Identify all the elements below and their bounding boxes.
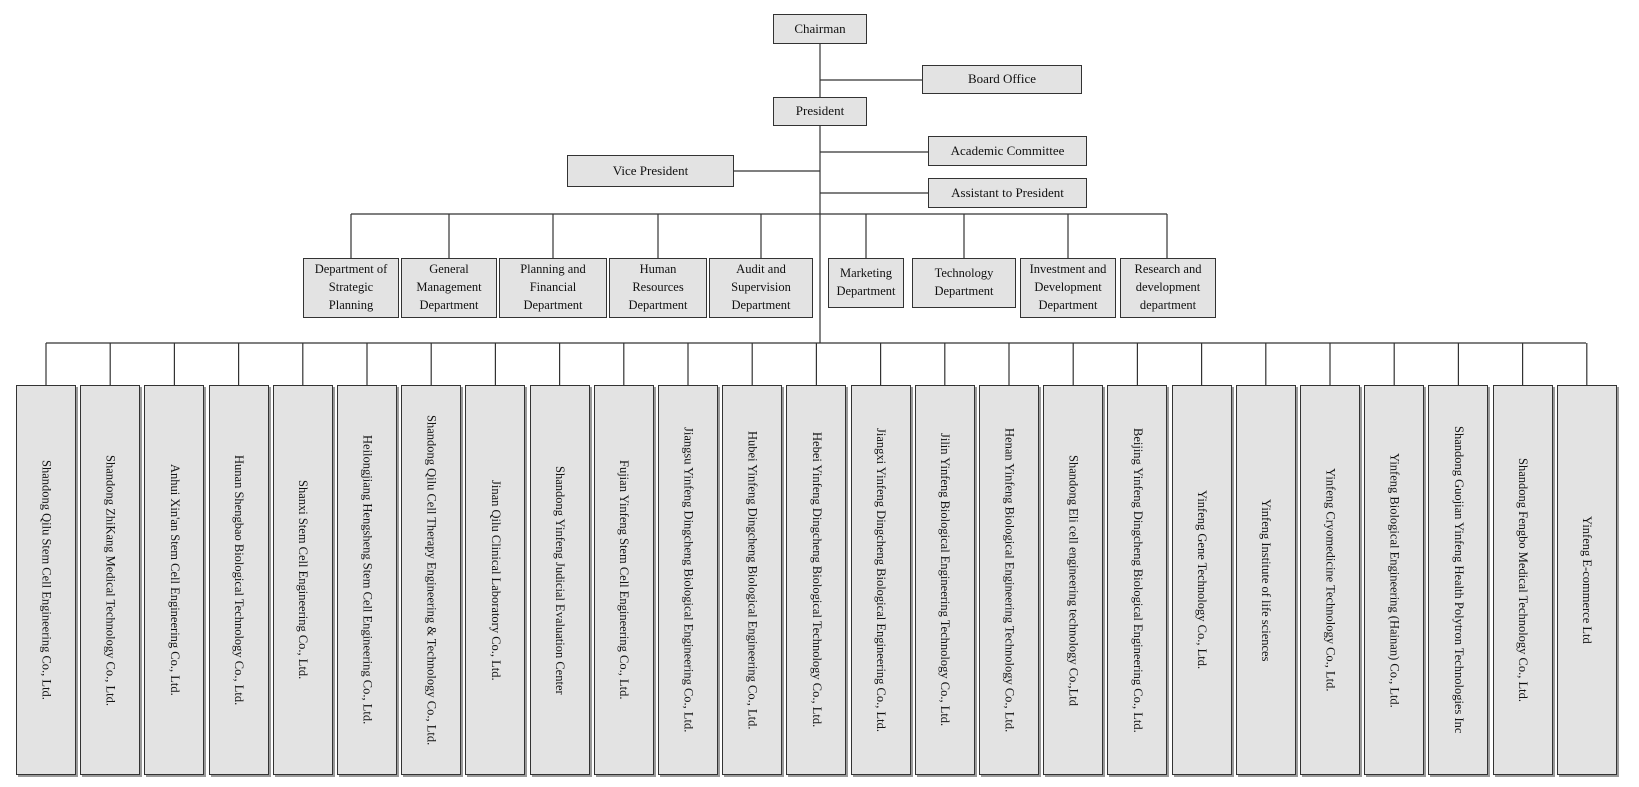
vice-president-box: Vice President — [567, 155, 734, 187]
department-box-technology: Technology Department — [912, 258, 1016, 308]
department-label: Technology Department — [934, 266, 994, 298]
assistant-to-president-box: Assistant to President — [928, 178, 1087, 208]
subsidiary-box: Henan Yinfeng Biological Engineering Tec… — [979, 385, 1039, 775]
president-box: President — [773, 97, 867, 126]
subsidiary-box: Yinfeng Cryomedicine Technology Co., Ltd… — [1300, 385, 1360, 775]
subsidiary-label: Beijing Yinfeng Dingcheng Biological Eng… — [1130, 427, 1145, 733]
subsidiary-box: Beijing Yinfeng Dingcheng Biological Eng… — [1107, 385, 1168, 775]
subsidiary-label: Hebei Yinfeng Dingcheng Biological Techn… — [809, 432, 824, 728]
subsidiary-label: Fujian Yinfeng Stem Cell Engineering Co.… — [617, 460, 632, 700]
subsidiary-box: Shandong Qilu Cell Therapy Engineering &… — [401, 385, 462, 775]
subsidiary-box: Shandong Fengbo Medical Technology Co., … — [1492, 385, 1553, 775]
subsidiary-label: Yinfeng Gene Technology Co., Ltd. — [1195, 490, 1210, 670]
subsidiary-label: Hubei Yinfeng Dingcheng Biological Engin… — [745, 430, 760, 730]
subsidiary-label: Anhui Xin'an Stem Cell Engineering Co., … — [167, 464, 182, 696]
subsidiary-label: Yinfeng E-commerce Ltd — [1580, 516, 1595, 644]
subsidiary-label: Jiangxi Yinfeng Dingcheng Biological Eng… — [874, 428, 889, 732]
subsidiary-drops — [45, 343, 1588, 385]
subsidiary-box: Yinfeng Gene Technology Co., Ltd. — [1171, 385, 1232, 775]
subsidiary-box: Yinfeng Biological Engineering (Hainan) … — [1364, 385, 1425, 775]
president-label: President — [795, 103, 845, 119]
department-label: Investment and Development Department — [1029, 262, 1107, 312]
subsidiary-box: Jiangxi Yinfeng Dingcheng Biological Eng… — [850, 385, 911, 775]
department-label: Department of Strategic Planning — [314, 262, 388, 312]
board-office-box: Board Office — [922, 65, 1082, 94]
assistant-to-president-label: Assistant to President — [951, 184, 1064, 200]
department-label: General Management Department — [416, 262, 482, 312]
subsidiary-box: Shandong Yinfeng Judicial Evaluation Cen… — [529, 385, 590, 775]
department-box-general-management: General Management Department — [401, 258, 497, 318]
subsidiary-box: Yinfeng E-commerce Ltd — [1556, 385, 1617, 775]
subsidiary-box: Hunan Shengbao Biological Technology Co.… — [208, 385, 269, 775]
subsidiary-box: Jilin Yinfeng Biological Engineering Tec… — [914, 385, 975, 775]
subsidiary-box: Heilongjiang Hengsheng Stem Cell Enginee… — [337, 385, 397, 775]
subsidiary-label: Henan Yinfeng Biological Engineering Tec… — [1002, 427, 1017, 733]
subsidiary-label: Shandong Yinfeng Judicial Evaluation Cen… — [553, 465, 568, 695]
academic-committee-label: Academic Committee — [950, 142, 1065, 158]
subsidiary-label: Shandong Eli cell engineering technology… — [1066, 454, 1081, 706]
subsidiary-box: Shandong Guojian Yinfeng Health Polytron… — [1428, 385, 1489, 775]
department-label: Audit and Supervision Department — [731, 262, 791, 312]
subsidiary-box: Shandong ZhiKang Medical Technology Co.,… — [80, 385, 141, 775]
department-box-audit-supervision: Audit and Supervision Department — [709, 258, 813, 318]
subsidiary-label: Heilongjiang Hengsheng Stem Cell Enginee… — [360, 435, 375, 725]
department-box-planning-financial: Planning and Financial Department — [499, 258, 607, 318]
subsidiary-label: Shandong Guojian Yinfeng Health Polytron… — [1451, 426, 1466, 734]
subsidiary-box: Anhui Xin'an Stem Cell Engineering Co., … — [144, 385, 205, 775]
department-box-strategic-planning: Department of Strategic Planning — [303, 258, 399, 318]
subsidiary-label: Shanxi Stem Cell Engineering Co., Ltd. — [296, 480, 311, 680]
subsidiary-box: Hubei Yinfeng Dingcheng Biological Engin… — [722, 385, 783, 775]
chairman-box: Chairman — [773, 14, 867, 44]
subsidiary-label: Yinfeng Biological Engineering (Hainan) … — [1387, 452, 1402, 708]
vice-president-label: Vice President — [612, 162, 689, 178]
subsidiary-label: Shandong Fengbo Medical Technology Co., … — [1516, 457, 1531, 702]
department-box-marketing: Marketing Department — [828, 258, 904, 308]
subsidiary-box: Shandong Qilu Stem Cell Engineering Co.,… — [16, 385, 76, 775]
subsidiary-label: Yinfeng Cryomedicine Technology Co., Ltd… — [1323, 468, 1338, 692]
subsidiary-label: Shandong ZhiKang Medical Technology Co.,… — [103, 454, 118, 706]
subsidiary-label: Jilin Yinfeng Biological Engineering Tec… — [938, 433, 953, 727]
board-office-label: Board Office — [968, 71, 1036, 87]
chairman-label: Chairman — [794, 20, 846, 36]
subsidiary-label: Shandong Qilu Stem Cell Engineering Co.,… — [39, 460, 54, 700]
subsidiary-box: Jinan Qilu Clinical Laboratory Co., Ltd. — [465, 385, 526, 775]
academic-committee-box: Academic Committee — [928, 136, 1087, 166]
subsidiary-box: Shanxi Stem Cell Engineering Co., Ltd. — [272, 385, 333, 775]
subsidiary-box: Shandong Eli cell engineering technology… — [1043, 385, 1104, 775]
subsidiary-box: Jiangsu Yinfeng Dingcheng Biological Eng… — [658, 385, 718, 775]
subsidiary-label: Jiangsu Yinfeng Dingcheng Biological Eng… — [681, 427, 696, 733]
department-box-investment-development: Investment and Development Department — [1020, 258, 1116, 318]
department-box-research-development: Research and development department — [1120, 258, 1216, 318]
department-label: Marketing Department — [836, 266, 896, 298]
department-label: Planning and Financial Department — [520, 262, 586, 312]
department-box-human-resources: Human Resources Department — [609, 258, 707, 318]
subsidiary-label: Yinfeng Institute of life sciences — [1259, 498, 1274, 662]
subsidiary-box: Fujian Yinfeng Stem Cell Engineering Co.… — [593, 385, 654, 775]
subsidiary-label: Hunan Shengbao Biological Technology Co.… — [232, 454, 247, 706]
subsidiary-box: Yinfeng Institute of life sciences — [1235, 385, 1296, 775]
subsidiary-label: Shandong Qilu Cell Therapy Engineering &… — [424, 414, 439, 746]
department-label: Research and development department — [1134, 262, 1202, 312]
subsidiary-box: Hebei Yinfeng Dingcheng Biological Techn… — [786, 385, 847, 775]
subsidiary-label: Jinan Qilu Clinical Laboratory Co., Ltd. — [488, 479, 503, 681]
department-label: Human Resources Department — [628, 262, 688, 312]
